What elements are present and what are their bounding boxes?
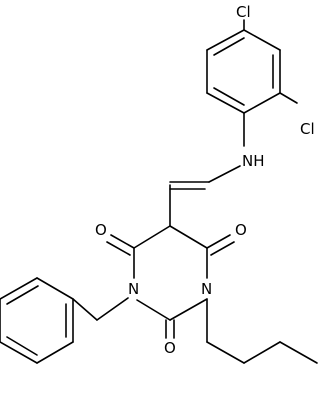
phenyl-ring [0,277,74,364]
bond [0,341,38,364]
bond [213,37,245,56]
n-left-label: N [128,280,139,298]
bond [136,299,171,321]
bond [243,29,281,51]
bond [6,285,39,305]
bond [279,92,298,104]
bond [243,341,281,364]
nh-label: NH [242,152,265,170]
n-right-label: N [201,280,212,298]
butyl-chain [206,298,318,364]
bond [206,92,245,114]
bond [36,341,74,364]
bond [0,277,38,300]
dichlorophenyl-ring [206,29,281,114]
bond [206,341,245,364]
o-right-label: O [235,221,247,239]
bond [279,341,318,364]
bond [206,234,231,249]
phenethyl-chain [72,297,129,321]
bond [133,225,171,249]
cl-top-label: Cl [236,3,251,21]
bond [243,92,281,114]
bond [96,297,129,321]
bond [110,234,135,249]
bond [213,87,245,106]
bond [210,241,235,256]
bond [206,29,245,51]
bond [36,277,74,300]
pyrimidine-ring [133,184,208,321]
bond [169,225,208,249]
bond [208,165,241,183]
bond [6,336,38,356]
bond [72,298,98,321]
o-bottom-label: O [164,339,176,357]
cl-right-label: Cl [300,120,315,138]
o-left-label: O [95,221,107,239]
bond [169,298,208,321]
bond [106,241,131,256]
